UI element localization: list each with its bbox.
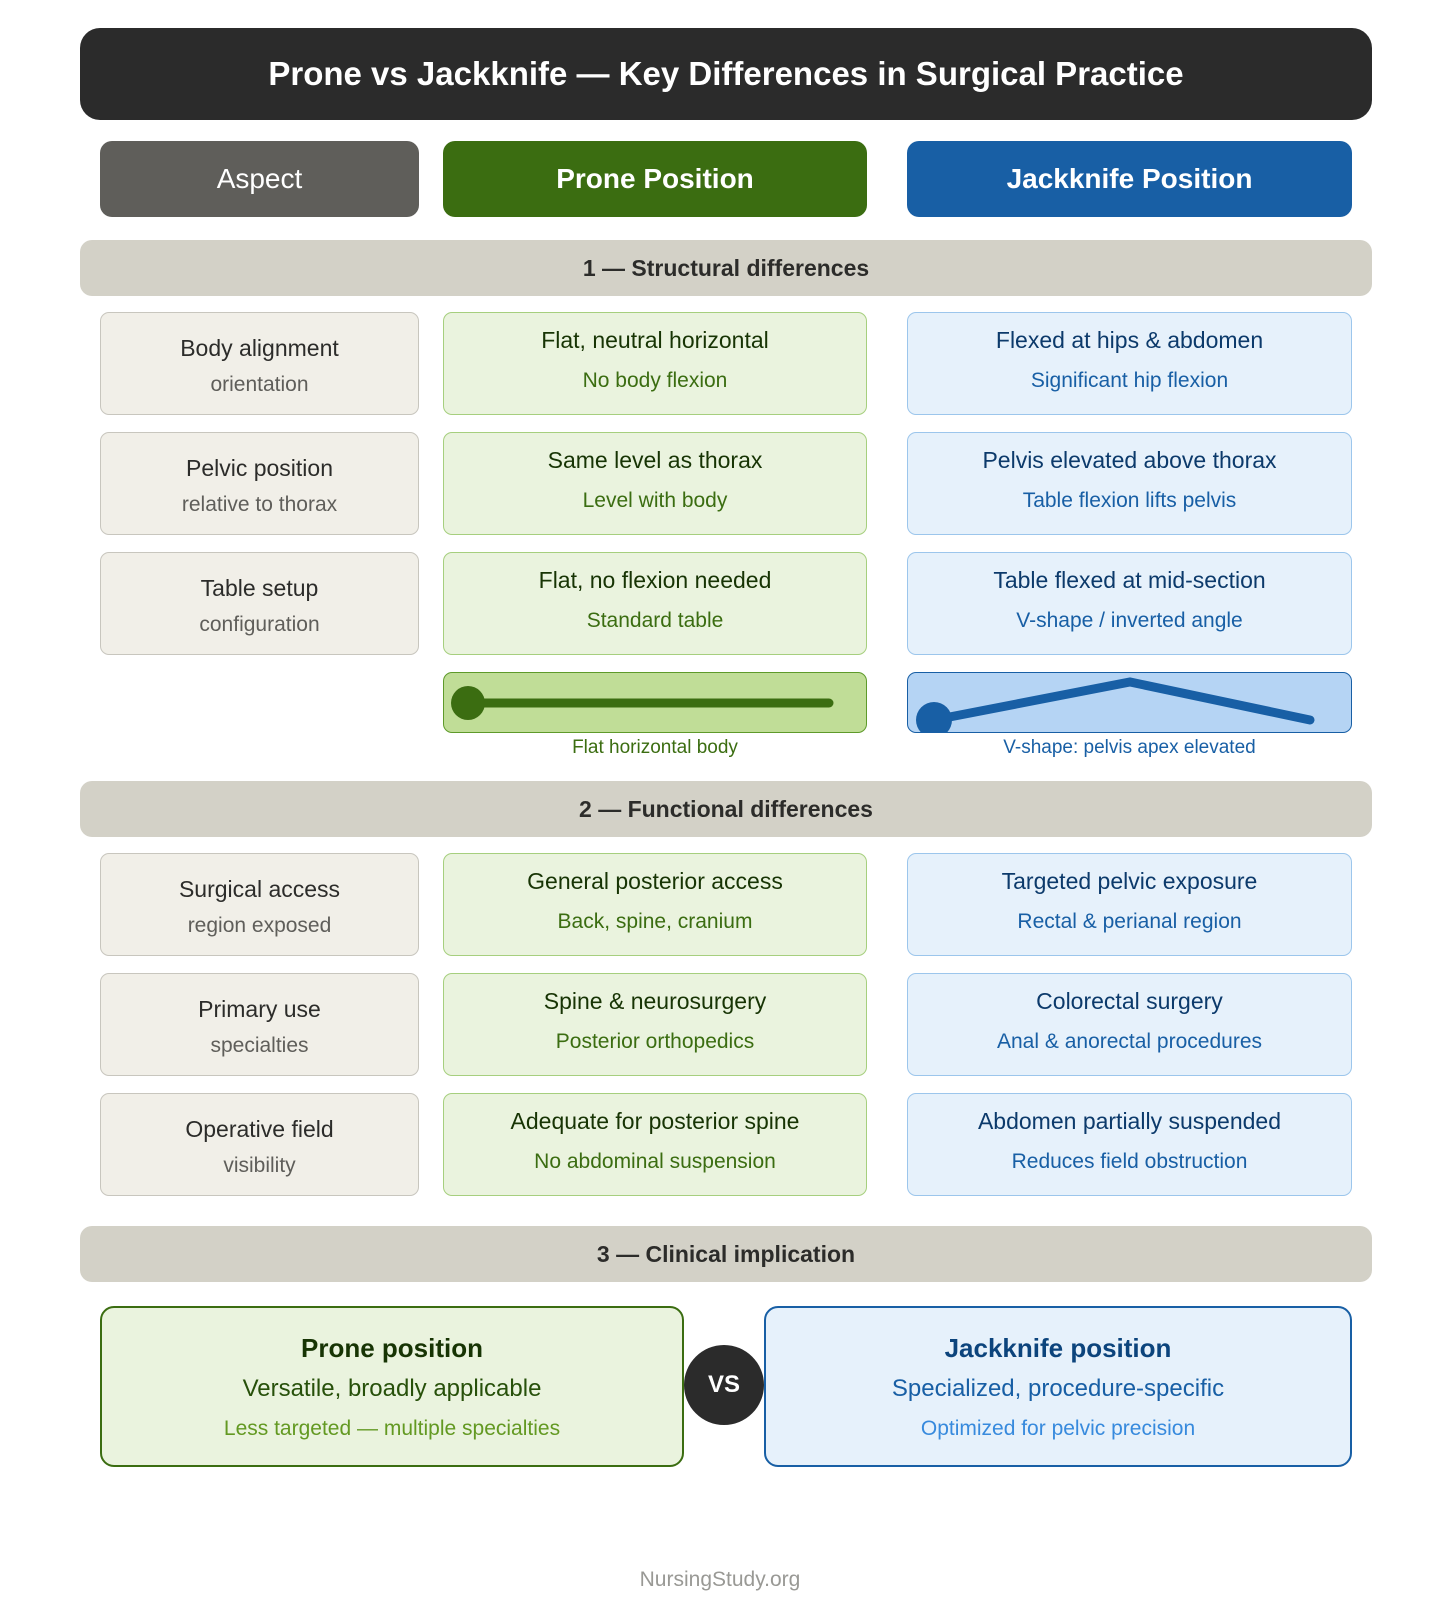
prone-text: Flat, neutral horizontal xyxy=(541,326,769,353)
jackknife-text: Colorectal surgery xyxy=(1036,987,1223,1014)
prone-text: Spine & neurosurgery xyxy=(543,987,767,1014)
prone-text: Same level as thorax xyxy=(547,446,763,473)
prone-text: Adequate for posterior spine xyxy=(510,1107,800,1134)
prone-subtext: Posterior orthopedics xyxy=(555,1029,755,1053)
implication-jackknife-main: Specialized, procedure-specific xyxy=(891,1374,1225,1402)
aspect-cell-primary-use: Primary use specialties xyxy=(100,973,419,1076)
aspect-label: Operative field xyxy=(185,1115,334,1142)
jackknife-body-line xyxy=(929,677,1315,725)
section-structural: 1 — Structural differences xyxy=(80,240,1372,296)
jackknife-cell-table-setup: Table flexed at mid-section V-shape / in… xyxy=(907,552,1352,655)
aspect-label: Pelvic position xyxy=(185,454,334,481)
jackknife-head-marker xyxy=(916,702,952,732)
jackknife-cell-primary-use: Colorectal surgery Anal & anorectal proc… xyxy=(907,973,1352,1076)
prone-subtext: No body flexion xyxy=(582,368,728,392)
footer-credit: NursingStudy.org xyxy=(639,1568,801,1591)
aspect-label: Primary use xyxy=(198,995,321,1022)
jackknife-text: Flexed at hips & abdomen xyxy=(995,326,1264,353)
jackknife-body-figure xyxy=(916,677,1315,732)
prone-body-figure xyxy=(451,686,834,720)
prone-body-diagram xyxy=(443,672,867,733)
prone-cell-surgical-access: General posterior access Back, spine, cr… xyxy=(443,853,867,956)
aspect-cell-pelvic-position: Pelvic position relative to thorax xyxy=(100,432,419,535)
implication-prone-sub: Less targeted — multiple specialties xyxy=(223,1416,561,1440)
aspect-cell-operative-field: Operative field visibility xyxy=(100,1093,419,1196)
aspect-label: Body alignment xyxy=(180,334,339,361)
prone-text: Flat, no flexion needed xyxy=(538,566,772,593)
jackknife-body-diagram xyxy=(907,672,1352,733)
aspect-cell-surgical-access: Surgical access region exposed xyxy=(100,853,419,956)
prone-head-marker xyxy=(451,686,485,720)
aspect-cell-table-setup: Table setup configuration xyxy=(100,552,419,655)
column-header-prone: Prone Position xyxy=(443,141,867,217)
aspect-sublabel: configuration xyxy=(199,612,320,636)
jackknife-subtext: Reduces field obstruction xyxy=(1011,1149,1248,1173)
prone-subtext: Standard table xyxy=(586,608,724,632)
vs-badge: VS xyxy=(684,1345,764,1425)
jackknife-text: Abdomen partially suspended xyxy=(977,1107,1282,1134)
aspect-sublabel: specialties xyxy=(210,1033,309,1057)
prone-cell-operative-field: Adequate for posterior spine No abdomina… xyxy=(443,1093,867,1196)
implication-jackknife-heading: Jackknife position xyxy=(944,1332,1172,1363)
jackknife-cell-operative-field: Abdomen partially suspended Reduces fiel… xyxy=(907,1093,1352,1196)
aspect-label: Table setup xyxy=(200,574,319,601)
jackknife-text: Table flexed at mid-section xyxy=(993,566,1266,593)
prone-subtext: No abdominal suspension xyxy=(534,1149,776,1173)
jackknife-subtext: Rectal & perianal region xyxy=(1017,909,1242,933)
aspect-sublabel: relative to thorax xyxy=(181,492,338,516)
jackknife-subtext: Anal & anorectal procedures xyxy=(997,1029,1262,1053)
jackknife-subtext: Significant hip flexion xyxy=(1030,368,1229,392)
column-header-aspect: Aspect xyxy=(100,141,419,217)
prone-diagram-caption: Flat horizontal body xyxy=(572,737,738,758)
prone-text: General posterior access xyxy=(527,867,783,894)
column-header-jackknife: Jackknife Position xyxy=(907,141,1352,217)
implication-prone-heading: Prone position xyxy=(301,1332,483,1363)
page-title: Prone vs Jackknife — Key Differences in … xyxy=(80,28,1372,120)
implication-jackknife-sub: Optimized for pelvic precision xyxy=(920,1416,1196,1440)
prone-cell-pelvic-position: Same level as thorax Level with body xyxy=(443,432,867,535)
prone-cell-body-alignment: Flat, neutral horizontal No body flexion xyxy=(443,312,867,415)
jackknife-cell-body-alignment: Flexed at hips & abdomen Significant hip… xyxy=(907,312,1352,415)
prone-subtext: Level with body xyxy=(582,488,728,512)
jackknife-diagram-caption: V-shape: pelvis apex elevated xyxy=(1003,737,1256,758)
prone-subtext: Back, spine, cranium xyxy=(557,909,753,933)
section-functional: 2 — Functional differences xyxy=(80,781,1372,837)
aspect-cell-body-alignment: Body alignment orientation xyxy=(100,312,419,415)
aspect-sublabel: region exposed xyxy=(187,913,332,937)
implication-card-jackknife: Jackknife position Specialized, procedur… xyxy=(764,1306,1352,1467)
jackknife-cell-pelvic-position: Pelvis elevated above thorax Table flexi… xyxy=(907,432,1352,535)
jackknife-text: Targeted pelvic exposure xyxy=(1001,867,1258,894)
jackknife-text: Pelvis elevated above thorax xyxy=(982,446,1277,473)
jackknife-subtext: V-shape / inverted angle xyxy=(1016,608,1243,632)
implication-prone-main: Versatile, broadly applicable xyxy=(242,1374,542,1402)
prone-cell-primary-use: Spine & neurosurgery Posterior orthopedi… xyxy=(443,973,867,1076)
aspect-sublabel: orientation xyxy=(210,372,309,396)
prone-cell-table-setup: Flat, no flexion needed Standard table xyxy=(443,552,867,655)
aspect-sublabel: visibility xyxy=(223,1153,296,1177)
implication-card-prone: Prone position Versatile, broadly applic… xyxy=(100,1306,684,1467)
aspect-label: Surgical access xyxy=(178,875,341,902)
section-clinical: 3 — Clinical implication xyxy=(80,1226,1372,1282)
jackknife-cell-surgical-access: Targeted pelvic exposure Rectal & perian… xyxy=(907,853,1352,956)
jackknife-subtext: Table flexion lifts pelvis xyxy=(1022,488,1237,512)
